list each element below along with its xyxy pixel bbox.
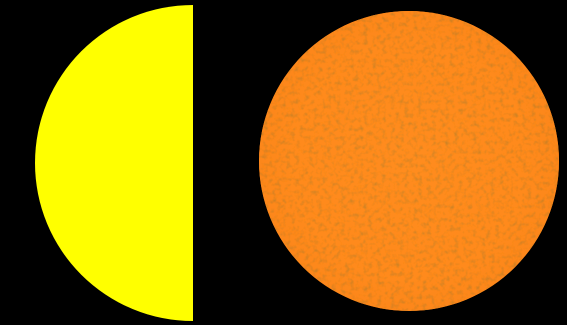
orange-sphere-texture [259,11,559,311]
orange-textured-sphere [259,11,559,311]
